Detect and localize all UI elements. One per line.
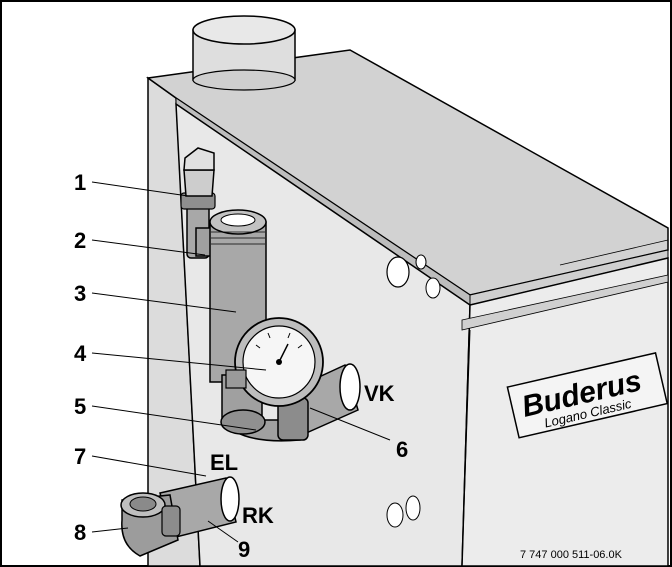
riser-thread-lines	[211, 231, 265, 245]
hole	[386, 256, 410, 288]
hole	[405, 495, 421, 521]
hole	[386, 502, 404, 528]
callout-4: 4	[74, 341, 87, 366]
leader-9	[207, 520, 239, 543]
leader-8	[91, 527, 129, 533]
flue-collar	[192, 15, 296, 91]
pressure-gauge-hub	[276, 359, 282, 365]
drain-cap-inner	[129, 496, 157, 512]
callout-9: 9	[238, 537, 250, 562]
front-panel-holes	[386, 254, 441, 528]
callout-7: 7	[74, 444, 86, 469]
gauge-ticks	[255, 332, 303, 349]
pressure-gauge-needle	[278, 343, 289, 363]
leader-4	[91, 352, 267, 371]
door-top-strip	[461, 274, 669, 331]
hole	[425, 277, 441, 299]
port-label-el: EL	[210, 450, 238, 475]
return-pipe-opening	[220, 476, 240, 522]
leader-7	[91, 455, 207, 477]
leader-lines	[91, 181, 391, 543]
return-union	[161, 505, 181, 537]
main-riser-opening	[220, 213, 256, 227]
safety-group-assembly	[180, 147, 361, 442]
leader-6	[309, 407, 391, 441]
callout-3: 3	[74, 281, 86, 306]
gauge-connector	[225, 369, 247, 389]
flow-pipe-opening	[339, 363, 361, 411]
callout-8: 8	[74, 520, 86, 545]
air-vent-body	[183, 169, 215, 197]
callout-6: 6	[396, 437, 408, 462]
leader-2	[91, 239, 206, 256]
port-label-rk: RK	[242, 503, 274, 528]
elbow-body	[220, 409, 266, 435]
flue-collar-base	[192, 69, 296, 91]
callout-2: 2	[74, 228, 86, 253]
leader-5	[91, 405, 257, 431]
hole	[415, 254, 427, 270]
top-seam	[559, 239, 669, 266]
brand-plate-frame	[506, 352, 669, 439]
callout-1: 1	[74, 170, 86, 195]
flue-collar-top	[192, 15, 296, 45]
air-vent-cap	[183, 147, 215, 171]
return-assembly	[120, 476, 240, 557]
callout-5: 5	[74, 394, 86, 419]
port-label-vk: VK	[364, 381, 395, 406]
leader-1	[91, 181, 189, 197]
brand-plate: Buderus Logano Classic	[506, 352, 669, 439]
leader-3	[91, 292, 237, 313]
door-seam	[461, 329, 471, 567]
document-code: 7 747 000 511-06.0K	[520, 549, 623, 561]
